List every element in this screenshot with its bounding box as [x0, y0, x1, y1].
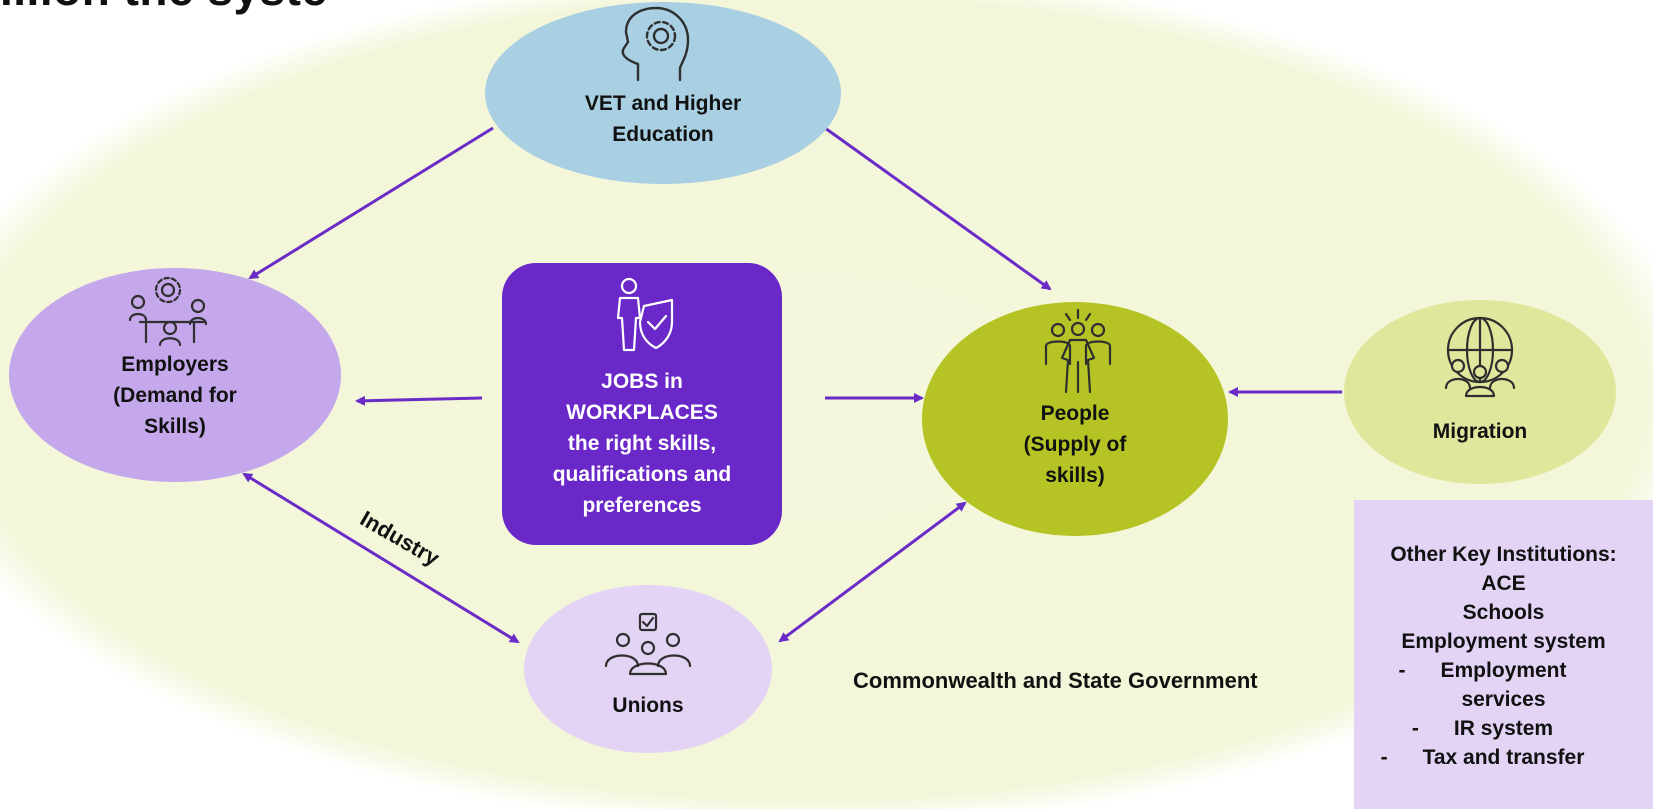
meeting-gear-icon — [128, 276, 208, 347]
jobs-label-line: qualifications and — [552, 463, 732, 486]
arrow-jobs-to-employers — [355, 395, 483, 406]
institution-subitem-text: Employment — [1440, 659, 1567, 682]
institutions-list: Other Key Institutions: ACE Schools Empl… — [1354, 540, 1653, 772]
institutions-title: Other Key Institutions: — [1390, 543, 1617, 566]
unions-node — [524, 585, 772, 753]
jobs-label-line: preferences — [582, 494, 702, 517]
institution-subitem: -Employment — [1398, 659, 1567, 682]
jobs-node — [502, 263, 782, 545]
arrows — [242, 126, 1342, 644]
employers-label-line: Skills) — [144, 415, 206, 438]
employers-label: Employers (Demand for Skills) — [35, 349, 315, 442]
globe-people-icon — [1444, 316, 1516, 398]
jobs-label-line: the right skills, — [567, 432, 717, 455]
arrow-vet-to-employers — [248, 126, 494, 280]
people-label-line: (Supply of — [1023, 433, 1127, 456]
people-label-line: People — [1040, 402, 1110, 425]
arrow-vet-to-people — [824, 126, 1052, 291]
arrow-employers-unions — [242, 472, 520, 644]
institutions-box — [1354, 500, 1653, 809]
jobs-label-line: WORKPLACES — [566, 401, 718, 424]
employers-node — [9, 268, 341, 482]
institution-item: Employment system — [1401, 630, 1606, 653]
institution-subitem: -IR system — [1411, 717, 1554, 740]
jobs-label-line: JOBS in — [601, 370, 683, 393]
institution-item: Schools — [1462, 601, 1545, 624]
page-title: ...ion the syste — [0, 0, 328, 16]
institution-item: ACE — [1481, 572, 1526, 595]
institution-subitem-continued: services — [1461, 688, 1546, 711]
vet-label-line: Education — [612, 123, 714, 146]
vet-label: VET and Higher Education — [522, 88, 804, 150]
checklist-people-icon — [604, 612, 692, 676]
institution-subitem: -Tax and transfer — [1380, 746, 1585, 769]
jobs-label: JOBS in WORKPLACES the right skills, qua… — [502, 366, 782, 521]
unions-label-line: Unions — [612, 694, 684, 717]
people-label: People (Supply of skills) — [935, 398, 1215, 491]
worker-shield-icon — [616, 277, 674, 352]
vet-node — [485, 2, 841, 184]
institution-subitem-text: IR system — [1453, 717, 1554, 740]
arrow-people-unions — [778, 501, 967, 643]
government-label: Commonwealth and State Government — [853, 668, 1258, 693]
employers-label-line: Employers — [121, 353, 229, 376]
migration-label: Migration — [1380, 416, 1580, 447]
group-people-icon — [1044, 308, 1112, 394]
institution-subitem-text: Tax and transfer — [1422, 746, 1585, 769]
migration-label-line: Migration — [1432, 420, 1528, 443]
people-label-line: skills) — [1045, 464, 1105, 487]
vet-label-line: VET and Higher — [584, 92, 742, 115]
employers-label-line: (Demand for — [113, 384, 237, 407]
head-gear-icon — [621, 6, 690, 82]
people-node — [922, 302, 1228, 536]
unions-label: Unions — [548, 690, 748, 721]
